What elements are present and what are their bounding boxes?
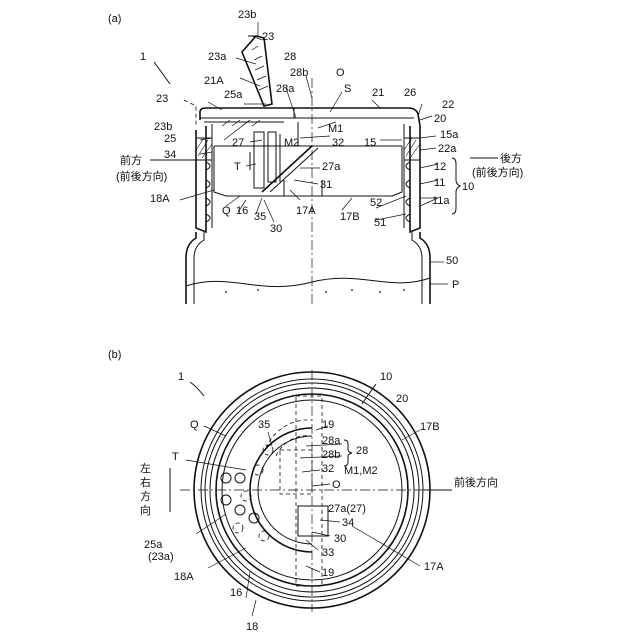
- label-15a: 15a: [440, 129, 459, 141]
- label-1: 1: [140, 51, 146, 63]
- label-27a: 27a: [322, 161, 341, 173]
- label-17B: 17B: [340, 211, 360, 223]
- direction-lr-2: 右: [140, 475, 151, 489]
- label-b-28b: 28b: [322, 449, 340, 461]
- label-28: 28: [284, 51, 296, 63]
- panel-b-plan-view: (b): [108, 349, 498, 633]
- pointer-arrow-1-b: [190, 382, 204, 396]
- label-28a: 28a: [276, 83, 295, 95]
- label-16: 16: [236, 205, 248, 217]
- label-30: 30: [270, 223, 282, 235]
- label-21: 21: [372, 87, 384, 99]
- label-15: 15: [364, 137, 376, 149]
- label-50: 50: [446, 255, 458, 267]
- label-b-30: 30: [334, 533, 346, 545]
- label-b-Q: Q: [190, 419, 199, 431]
- label-22: 22: [442, 99, 454, 111]
- direction-front-sub: (前後方向): [116, 169, 167, 183]
- label-b-28: 28: [356, 445, 368, 457]
- label-22a: 22a: [438, 143, 457, 155]
- label-Q: Q: [222, 205, 231, 217]
- holes-25a: [204, 120, 284, 126]
- direction-front: 前方: [120, 153, 142, 167]
- label-b-10: 10: [380, 371, 392, 383]
- holes-25a-b: [221, 445, 273, 541]
- direction-back-sub: (前後方向): [472, 165, 523, 179]
- label-O: O: [336, 67, 345, 79]
- label-17A: 17A: [296, 205, 316, 217]
- label-10: 10: [462, 181, 474, 193]
- channel-19: [296, 396, 322, 586]
- cap-top-plate: [200, 108, 420, 126]
- label-b-34: 34: [342, 517, 354, 529]
- label-b-23a: (23a): [148, 551, 174, 563]
- label-b-20: 20: [396, 393, 408, 405]
- brace-10: [452, 158, 460, 214]
- direction-fb: 前後方向: [454, 475, 498, 489]
- label-S: S: [344, 83, 351, 95]
- pointer-arrow-1-a: [154, 62, 170, 84]
- direction-lr-1: 左: [140, 462, 151, 475]
- label-b-28a: 28a: [322, 435, 341, 447]
- label-26: 26: [404, 87, 416, 99]
- bracket-28: [344, 440, 352, 466]
- label-M1: M1: [328, 123, 343, 135]
- label-23-left: 23: [156, 93, 168, 105]
- dashed-arc-28: [266, 420, 312, 448]
- label-11a: 11a: [432, 195, 450, 207]
- direction-lr-4: 向: [140, 503, 151, 517]
- label-23: 23: [262, 31, 274, 43]
- label-52: 52: [370, 197, 382, 209]
- label-32: 32: [332, 137, 344, 149]
- label-b-32: 32: [322, 463, 334, 475]
- label-b-T: T: [172, 451, 179, 463]
- label-b-16: 16: [230, 587, 242, 599]
- direction-back: 後方: [500, 151, 522, 165]
- bottle-50: [186, 232, 430, 304]
- label-P: P: [452, 279, 459, 291]
- label-b-17B: 17B: [420, 421, 440, 433]
- label-b-O: O: [332, 479, 341, 491]
- label-31: 31: [320, 179, 332, 191]
- label-23a: 23a: [208, 51, 227, 63]
- label-b-19-bottom: 19: [322, 567, 334, 579]
- label-51: 51: [374, 217, 386, 229]
- label-b-25a: 25a: [144, 539, 163, 551]
- label-b-33: 33: [322, 547, 334, 559]
- label-b-1: 1: [178, 371, 184, 383]
- label-27: 27: [232, 137, 244, 149]
- label-b-35: 35: [258, 419, 270, 431]
- label-b-M1M2: M1,M2: [344, 465, 378, 477]
- label-20: 20: [434, 113, 446, 125]
- box-34: [298, 506, 328, 536]
- label-34: 34: [164, 149, 176, 161]
- panel-b-label: (b): [108, 349, 121, 361]
- label-b-18: 18: [246, 621, 258, 633]
- lid-closed-outline: [184, 100, 196, 125]
- label-12: 12: [434, 161, 446, 173]
- label-b-27a27: 27a(27): [328, 503, 366, 515]
- label-28b: 28b: [290, 67, 308, 79]
- label-11: 11: [434, 177, 445, 189]
- label-35: 35: [254, 211, 266, 223]
- label-23b: 23b: [238, 9, 256, 21]
- label-T: T: [234, 161, 241, 173]
- label-23b-left: 23b: [154, 121, 172, 133]
- label-b-17A: 17A: [424, 561, 444, 573]
- label-b-19-top: 19: [322, 419, 334, 431]
- label-18A: 18A: [150, 193, 170, 205]
- label-25: 25: [164, 133, 176, 145]
- open-lid: [242, 36, 272, 106]
- label-21A: 21A: [204, 75, 224, 87]
- label-25a: 25a: [224, 89, 243, 101]
- direction-lr-3: 方: [140, 489, 151, 503]
- panel-a-label: (a): [108, 13, 121, 25]
- panel-a-cross-section: (a): [108, 9, 523, 305]
- label-M2: M2: [284, 137, 299, 149]
- label-b-18A: 18A: [174, 571, 194, 583]
- inner-chambers: [214, 122, 402, 196]
